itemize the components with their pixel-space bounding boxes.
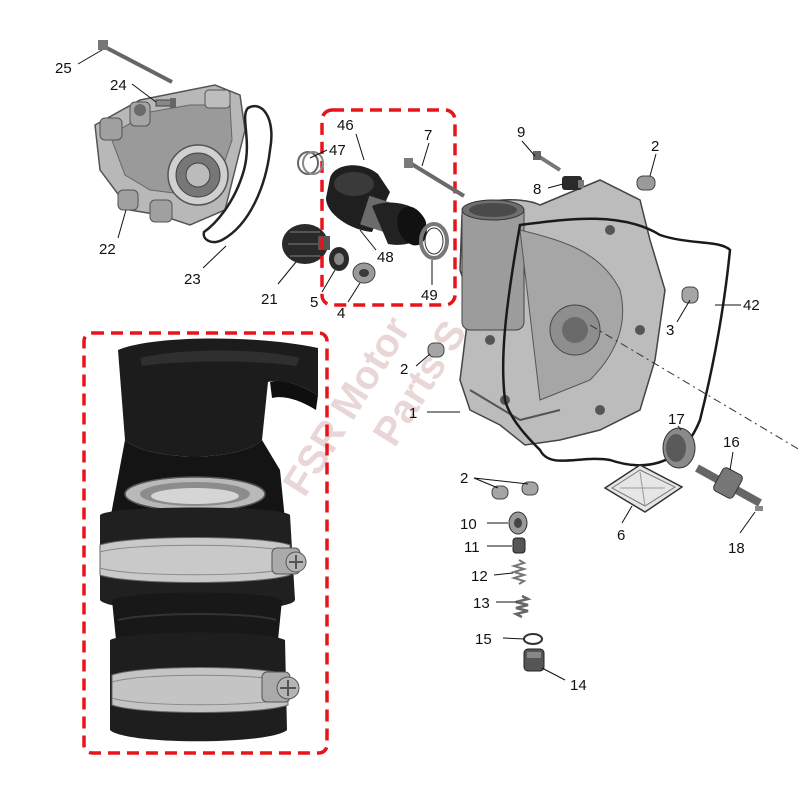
watermark-brand: FSR (275, 412, 355, 503)
bearing-17 (662, 427, 696, 469)
bolt-9 (533, 151, 562, 172)
callout-11: 11 (464, 539, 480, 556)
callout-42: 42 (743, 297, 760, 314)
watermark: FSR Motor Parts S (275, 309, 475, 503)
callout-labels: 25 24 22 23 21 5 4 47 46 48 7 49 9 8 2 4… (55, 60, 760, 694)
clamp-49 (419, 222, 449, 260)
valve-10 (508, 511, 528, 535)
callout-2-bottom: 2 (460, 470, 468, 487)
callout-47: 47 (329, 142, 346, 159)
callout-14: 14 (570, 677, 587, 694)
bolt-7 (404, 158, 466, 198)
callout-6: 6 (617, 527, 625, 544)
callout-1: 1 (409, 405, 417, 422)
callout-48: 48 (377, 249, 394, 266)
coupling-photo (99, 338, 318, 742)
pin-18 (755, 506, 763, 511)
sensor-8 (562, 176, 584, 190)
spring-12 (510, 559, 528, 585)
callout-10: 10 (460, 516, 477, 533)
callout-4: 4 (337, 305, 345, 322)
dowel-2-left (427, 342, 445, 358)
callout-16: 16 (723, 434, 740, 451)
long-bolt-25 (98, 40, 173, 84)
axis-line (589, 324, 800, 451)
dowel-3 (681, 286, 699, 304)
crankcase-cover-1 (459, 179, 666, 446)
callout-18: 18 (728, 540, 745, 557)
callout-5: 5 (310, 294, 318, 311)
callout-8: 8 (533, 181, 541, 198)
dowel-2-bottom-a (491, 485, 509, 500)
callout-13: 13 (473, 595, 490, 612)
water-pump-housing (94, 84, 246, 226)
seal-ring-5 (329, 247, 349, 271)
bolt-24 (155, 98, 176, 108)
callout-2-left: 2 (400, 361, 408, 378)
callout-24: 24 (110, 77, 127, 94)
dowel-2-bottom-b (521, 481, 539, 496)
gasket-23 (202, 105, 273, 244)
upper-clamp (99, 537, 307, 583)
spring-13 (512, 594, 532, 619)
o-ring-15 (523, 633, 543, 645)
highlight-frame-parts (320, 108, 457, 307)
highlight-frame-photo (82, 331, 329, 755)
lower-clamp (111, 667, 300, 713)
coupling-top-cup (118, 338, 318, 457)
callout-2-top: 2 (651, 138, 659, 155)
callout-7: 7 (424, 127, 432, 144)
callout-15: 15 (475, 631, 492, 648)
piston-11 (512, 537, 526, 554)
plug-14 (523, 648, 545, 672)
callout-23: 23 (184, 271, 201, 288)
ring-47 (297, 151, 324, 175)
leader-lines (77, 49, 756, 681)
sleeve-46 (326, 165, 427, 246)
callout-3: 3 (666, 322, 674, 339)
callout-25: 25 (55, 60, 72, 77)
dowel-2-top (636, 175, 656, 191)
callout-21: 21 (261, 291, 278, 308)
callout-46: 46 (337, 117, 354, 134)
callout-12: 12 (471, 568, 488, 585)
washer-4 (352, 262, 376, 284)
gear-shaft-16 (695, 464, 762, 507)
callout-22: 22 (99, 241, 116, 258)
callout-17: 17 (668, 411, 685, 428)
callout-9: 9 (517, 124, 525, 141)
screen-6 (603, 464, 684, 513)
callout-49: 49 (421, 287, 438, 304)
